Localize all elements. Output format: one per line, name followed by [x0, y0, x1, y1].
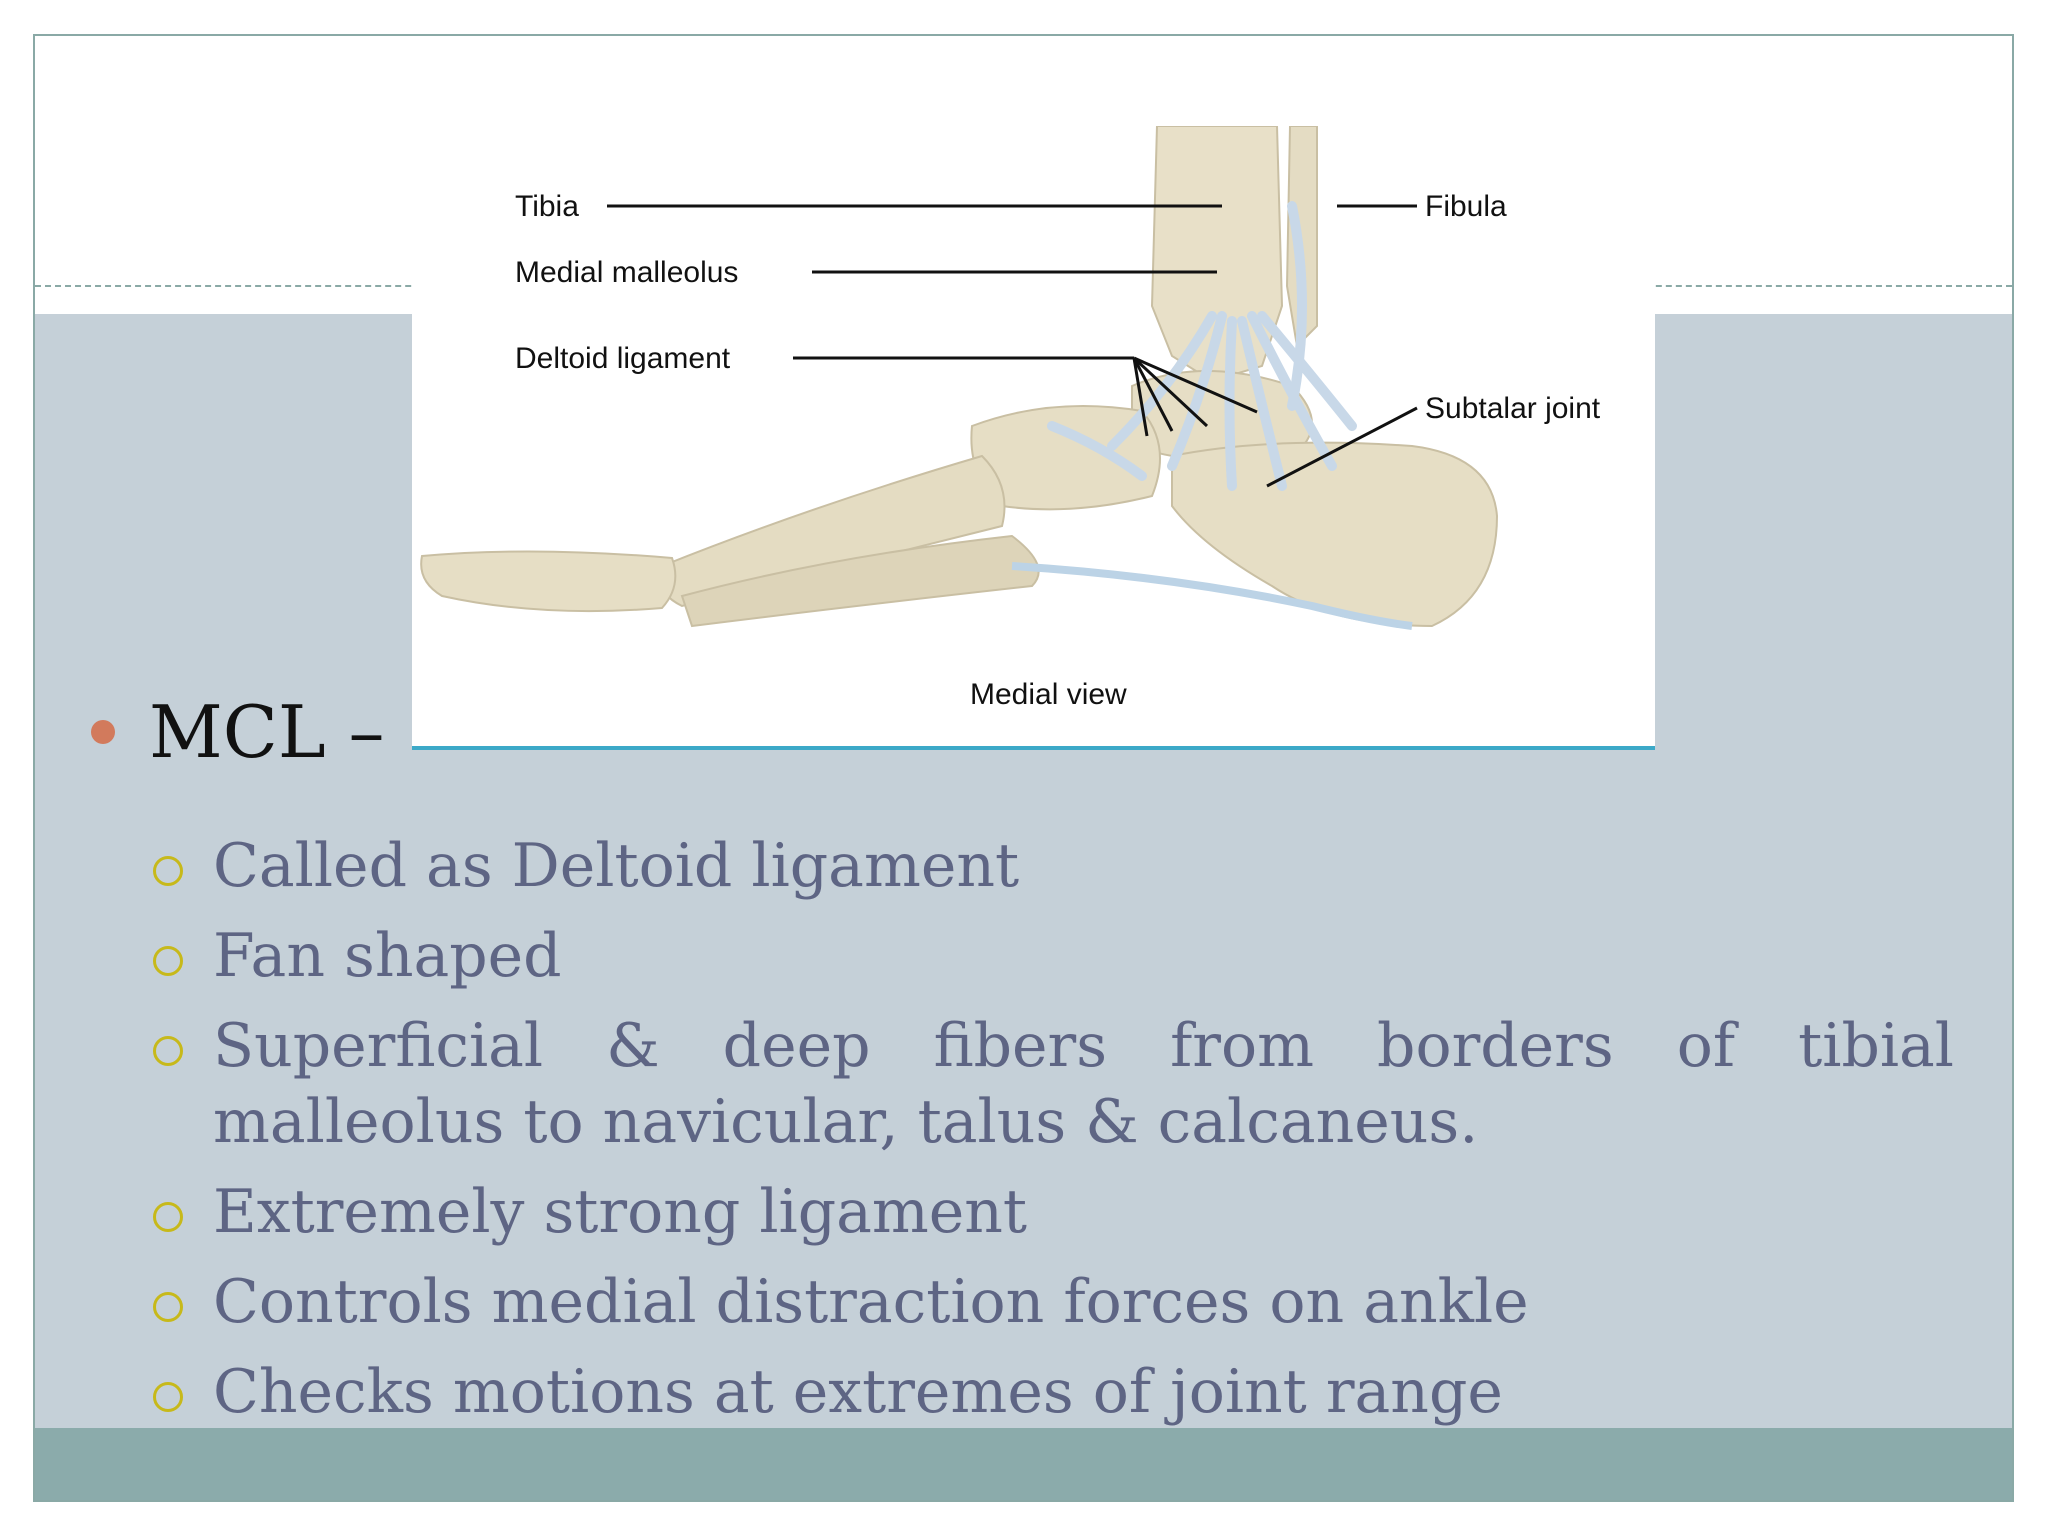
sub-bullet-item: Called as Deltoid ligament [153, 828, 1954, 904]
label-fibula: Fibula [1425, 190, 1507, 223]
sub-bullet-item: Extremely strong ligament [153, 1174, 1954, 1250]
label-medial-malleolus: Medial malleolus [515, 256, 738, 289]
sub-bullet-item: Checks motions at extremes of joint rang… [153, 1354, 1954, 1430]
label-deltoid-ligament: Deltoid ligament [515, 342, 731, 375]
foot-illustration: Tibia Medial malleolus Deltoid ligament … [420, 126, 1601, 711]
label-tibia: Tibia [515, 190, 579, 223]
ring-bullet-icon [153, 1382, 183, 1412]
ring-bullet-icon [153, 946, 183, 976]
label-subtalar-joint: Subtalar joint [1425, 392, 1601, 425]
slide: Tibia Medial malleolus Deltoid ligament … [33, 34, 2014, 1502]
bullet-dot-icon [91, 720, 115, 744]
slide-footer-band [35, 1428, 2012, 1500]
ring-bullet-icon [153, 856, 183, 886]
figure-caption: Medial view [970, 678, 1127, 711]
sub-bullet-text: Controls medial distraction forces on an… [213, 1267, 1529, 1337]
sub-bullet-item: Controls medial distraction forces on an… [153, 1264, 1954, 1340]
sub-bullet-item: Superficial & deep fibers from borders o… [153, 1008, 1954, 1160]
sub-bullet-text: Called as Deltoid ligament [213, 831, 1020, 901]
sub-bullet-text: Superficial & deep fibers from borders o… [213, 1011, 1954, 1157]
sub-bullet-text: Extremely strong ligament [213, 1177, 1028, 1247]
sub-bullet-item: Fan shaped [153, 918, 1954, 994]
ring-bullet-icon [153, 1036, 183, 1066]
main-bullet: MCL – [91, 692, 385, 772]
ring-bullet-icon [153, 1292, 183, 1322]
sub-bullet-text: Fan shaped [213, 921, 562, 991]
sub-bullet-text: Checks motions at extremes of joint rang… [213, 1357, 1503, 1427]
ring-bullet-icon [153, 1202, 183, 1232]
ankle-anatomy-figure: Tibia Medial malleolus Deltoid ligament … [412, 126, 1655, 750]
main-bullet-text: MCL – [149, 690, 385, 774]
